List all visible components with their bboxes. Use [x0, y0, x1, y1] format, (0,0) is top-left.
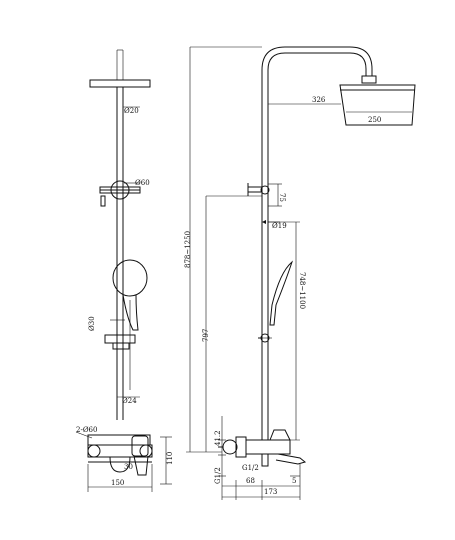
side-riser-arm — [261, 46, 373, 440]
arm-reach-label: 326 — [312, 96, 326, 104]
rail-range-label: 748~1100 — [298, 272, 306, 309]
head-size-label: 250 — [368, 116, 381, 124]
side-lower-dimensions — [218, 416, 301, 500]
side-pipe-dia-label: Ø19 — [272, 222, 287, 230]
total-height-dimension — [186, 46, 262, 453]
outlet-thread-label: G1/2 — [242, 464, 259, 472]
front-height-dimension — [160, 436, 172, 485]
slide-dia-label: Ø30 — [88, 316, 96, 331]
side-mixer — [218, 429, 307, 467]
spout-depth-label: 68 — [246, 477, 255, 485]
pipe-top-dia-label: Ø20 — [124, 107, 139, 115]
front-width-label: 150 — [111, 479, 124, 487]
side-shower-head — [268, 75, 416, 126]
front-vertical-pipe — [116, 87, 124, 420]
mid-height-label: 797 — [202, 329, 210, 342]
side-hand-shower — [258, 260, 294, 343]
side-diverter — [205, 183, 282, 452]
inlet-height-label: 41.2 — [214, 430, 222, 446]
front-diverter — [99, 180, 141, 207]
front-hand-shower — [112, 259, 148, 390]
front-view: Ø20 Ø60 Ø30 Ø24 — [75, 49, 174, 492]
total-height-label: 878~1250 — [184, 231, 192, 268]
front-height-label: 110 — [166, 452, 174, 465]
diverter-height-label: 75 — [278, 193, 286, 202]
side-view: 878~1250 326 250 75 797 — [184, 46, 416, 500]
diverter-dia-label: Ø60 — [135, 179, 150, 187]
front-slide-bracket — [104, 319, 136, 350]
total-depth-label: 173 — [264, 488, 277, 496]
spout-drop-label: 5 — [292, 477, 296, 485]
front-mixer — [87, 434, 153, 476]
front-shower-head — [89, 49, 151, 88]
front-width-dimension — [87, 464, 153, 492]
rail-dia-label: Ø24 — [122, 397, 137, 405]
rail-range-dimension — [268, 221, 300, 441]
inlet-dia-label: 2-Ø60 — [76, 426, 97, 434]
valve-offset-label: 30 — [124, 463, 133, 471]
inlet-thread-label: G1/2 — [214, 467, 222, 484]
